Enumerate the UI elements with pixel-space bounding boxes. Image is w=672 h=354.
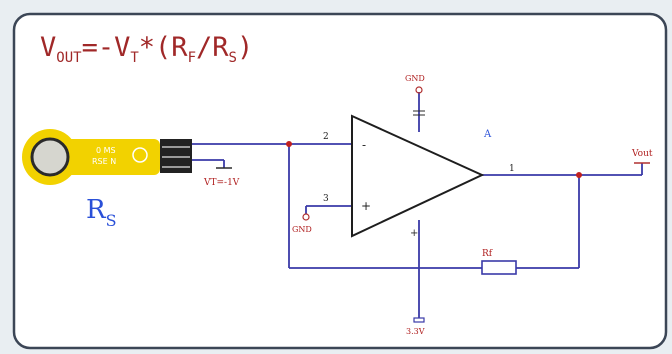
pin-1-label: 1 <box>509 164 515 174</box>
opamp-symbol <box>351 114 485 238</box>
formula-f-subscript: F <box>188 50 196 66</box>
vout-label: Vout <box>631 149 653 159</box>
sensor-pad-inner <box>30 137 70 177</box>
sensor-board-text-1: 0 MS <box>96 146 116 155</box>
gnd-top-label: GND <box>405 74 425 83</box>
rf-resistor <box>481 260 517 275</box>
junction-out <box>576 172 582 178</box>
sensor-tail <box>48 139 160 175</box>
sensor-board-text-2: RSE N <box>92 157 116 166</box>
v33-terminal <box>413 317 425 323</box>
junction-inv <box>286 141 292 147</box>
formula-rf: R <box>171 32 188 63</box>
formula-rs: R <box>212 32 229 63</box>
opamp-minus: - <box>362 138 366 152</box>
power-pin-minus-mark: + <box>410 228 418 239</box>
wires <box>192 92 643 318</box>
opamp-plus: + <box>361 199 371 213</box>
rs-label-sub: S <box>106 211 117 230</box>
pin-2-label: 2 <box>323 132 329 142</box>
formula-s-subscript: S <box>229 50 237 66</box>
formula-equals-minus: =- <box>82 32 115 63</box>
rs-label-main: R <box>86 195 107 225</box>
formula-slash: / <box>196 32 212 63</box>
rs-label: RS <box>86 195 117 230</box>
gnd-bottom-label: GND <box>292 225 312 234</box>
opamp-name: A <box>483 129 492 140</box>
pin-3-label: 3 <box>323 194 329 204</box>
rf-label: Rf <box>482 249 493 259</box>
formula-t-subscript: T <box>130 50 139 66</box>
gnd-top-symbol <box>415 86 423 94</box>
gnd-bottom-symbol <box>302 213 310 221</box>
formula-vt: V <box>114 32 130 63</box>
formula-multiply-open: *( <box>139 32 172 63</box>
formula-close: ) <box>237 32 253 63</box>
diagram-panel <box>12 12 668 350</box>
formula-out-subscript: OUT <box>56 50 82 66</box>
vt-label: VT=-1V <box>203 178 240 188</box>
formula-v: V <box>40 32 56 63</box>
v33-label: 3.3V <box>406 327 425 336</box>
formula: VOUT=-VT*(RF/RS) <box>40 32 253 66</box>
pressure-sensor: 0 MS RSE N <box>22 129 192 185</box>
sensor-board-smiley <box>132 147 148 163</box>
